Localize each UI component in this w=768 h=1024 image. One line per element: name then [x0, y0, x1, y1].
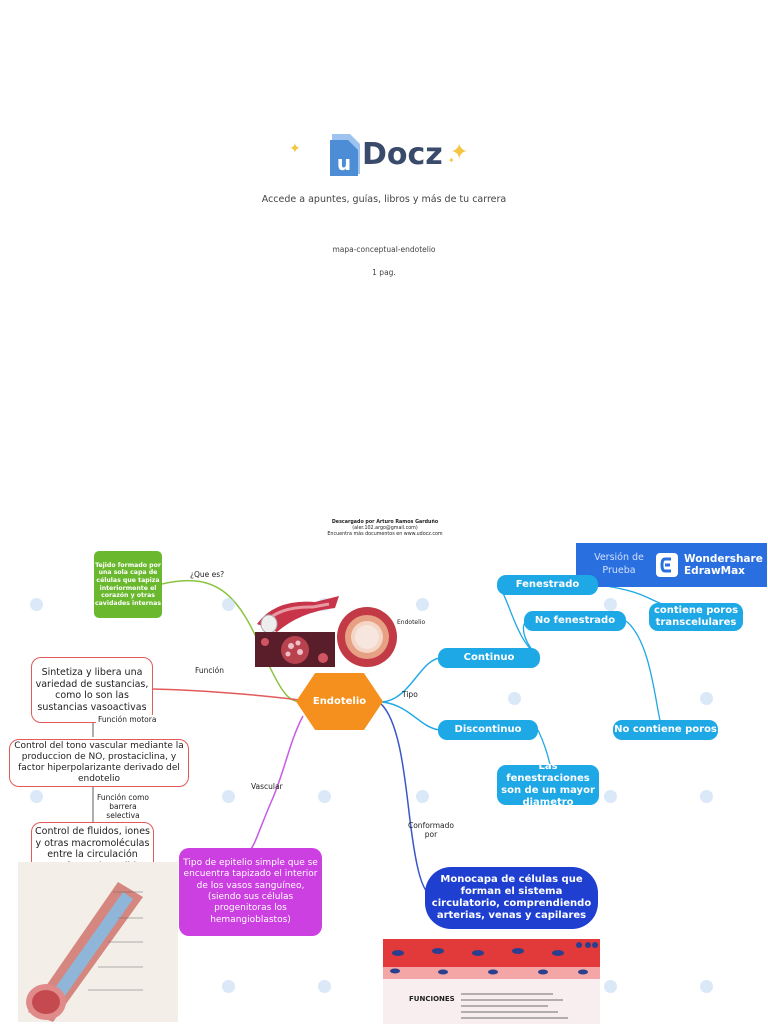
label-funcion-barrera: Función como barrera selectiva — [97, 793, 149, 820]
edraw-brand-line: Wondershare — [684, 553, 763, 565]
watermark-icon — [222, 598, 235, 611]
sparkle-icon: ✦ — [289, 141, 301, 157]
page-count: 1 pag. — [372, 268, 396, 277]
composition-box: Monocapa de células que forman el sistem… — [425, 867, 598, 929]
node-no-fenestrado: No fenestrado — [524, 611, 626, 631]
watermark-icon — [222, 980, 235, 993]
label-conformado: Conformado por — [407, 821, 454, 839]
function-box-2: Control del tono vascular mediante la pr… — [9, 739, 189, 787]
function-box-1: Sintetiza y libera una variedad de susta… — [31, 657, 153, 723]
watermark-icon — [700, 980, 713, 993]
edraw-trial-text: Versión de Prueba — [586, 551, 652, 577]
sparkle-icon: ✦ — [450, 140, 469, 165]
credit-line: Descargado por Arturo Ramos Garduño — [331, 520, 439, 525]
vessel-illustration — [257, 596, 339, 634]
watermark-icon — [700, 790, 713, 803]
watermark-icon — [508, 692, 521, 705]
watermark-icon — [604, 790, 617, 803]
label-endotelio-image: Endotelio — [397, 619, 426, 626]
definition-box: Tejido formado por una sola capa de célu… — [94, 551, 162, 618]
watermark-icon — [604, 980, 617, 993]
node-fenestrado: Fenestrado — [497, 575, 598, 595]
download-credits: Descargado por Arturo Ramos Garduño (ale… — [300, 520, 470, 538]
watermark-icon — [318, 790, 331, 803]
vascular-description-box: Tipo de epitelio simple que se encuentra… — [179, 848, 322, 936]
node-continuo: Continuo — [438, 648, 540, 668]
edrawmax-logo-icon — [656, 553, 678, 577]
edraw-trial-line: Prueba — [602, 565, 636, 576]
edraw-brand-line: EdrawMax — [684, 565, 745, 577]
endothelium-functions-illustration: FUNCIONES — [383, 939, 600, 1024]
watermark-icon — [30, 790, 43, 803]
watermark-icon — [30, 598, 43, 611]
svg-text:FUNCIONES: FUNCIONES — [409, 995, 455, 1003]
credit-line: (aler.102.argo@gmail.com) — [352, 526, 418, 531]
svg-text:u: u — [337, 151, 351, 175]
watermark-icon — [222, 790, 235, 803]
node-contiene-poros: contiene poros transcelulares — [649, 603, 743, 631]
label-que-es: ¿Que es? — [190, 570, 225, 579]
watermark-icon — [416, 598, 429, 611]
watermark-icon — [604, 598, 617, 611]
node-fenestraciones: Las fenestraciones son de un mayor diame… — [497, 761, 599, 808]
label-tipo: Tipo — [402, 690, 418, 699]
edraw-trial-line: Versión de — [594, 552, 644, 563]
label-funcion-motora: Función motora — [96, 715, 159, 724]
document-name: mapa-conceptual-endotelio — [332, 245, 436, 254]
label-funcion: Función — [195, 666, 224, 675]
watermark-icon — [700, 692, 713, 705]
artery-cross-section-illustration — [337, 607, 397, 667]
vessel-layers-illustration — [18, 862, 178, 1022]
sparkle-icon: ✦ — [448, 156, 455, 165]
node-no-contiene-poros: No contiene poros — [613, 720, 718, 740]
cells-micrograph-illustration — [255, 632, 335, 667]
credit-line: Encuentra más documentos en www.udocz.co… — [327, 532, 443, 537]
edraw-brand: Wondershare EdrawMax — [684, 553, 763, 577]
central-node-endotelio: Endotelio — [296, 673, 383, 730]
tagline: Accede a apuntes, guías, libros y más de… — [261, 194, 507, 205]
udocz-logo-text: Docz — [362, 137, 443, 172]
label-vascular: Vascular — [251, 782, 283, 791]
watermark-icon — [318, 980, 331, 993]
watermark-icon — [416, 790, 429, 803]
node-discontinuo: Discontinuo — [438, 720, 538, 740]
udocz-logo-icon: u — [330, 134, 360, 176]
